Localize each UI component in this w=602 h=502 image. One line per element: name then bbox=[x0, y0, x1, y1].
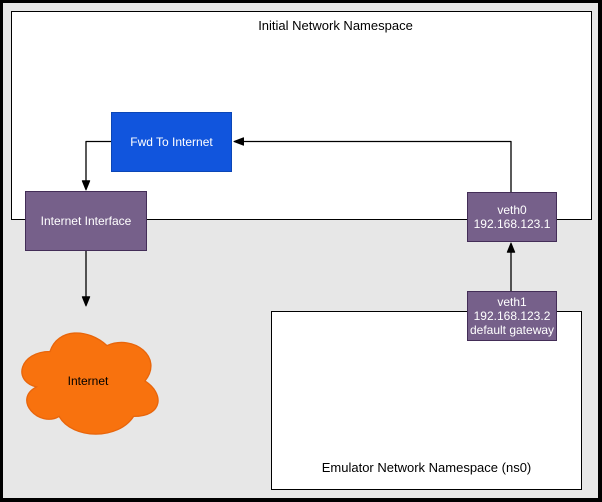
internet-interface-node: Internet Interface bbox=[25, 191, 147, 251]
connector-veth1-to-veth0 bbox=[506, 242, 516, 291]
veth0-ip-label: 192.168.123.1 bbox=[473, 217, 551, 231]
veth0-name-label: veth0 bbox=[497, 203, 527, 217]
veth0-node: veth0 192.168.123.1 bbox=[467, 192, 557, 242]
emulator-namespace-title: Emulator Network Namespace (ns0) bbox=[321, 460, 532, 475]
internet-cloud-shape bbox=[21, 332, 159, 435]
veth1-node: veth1 192.168.123.2 default gateway bbox=[467, 291, 557, 341]
fwd-to-internet-node: Fwd To Internet bbox=[111, 112, 232, 172]
initial-namespace-box: Initial Network Namespace bbox=[11, 11, 592, 220]
veth1-name-label: veth1 bbox=[497, 295, 527, 309]
connector-internet-interface-to-cloud bbox=[81, 251, 91, 307]
cloud-path bbox=[21, 332, 159, 435]
veth1-ip-label: 192.168.123.2 bbox=[473, 309, 551, 323]
internet-interface-label: Internet Interface bbox=[40, 214, 132, 228]
initial-namespace-title: Initial Network Namespace bbox=[258, 18, 413, 33]
fwd-to-internet-label: Fwd To Internet bbox=[130, 135, 213, 149]
veth1-gateway-label: default gateway bbox=[469, 323, 555, 337]
